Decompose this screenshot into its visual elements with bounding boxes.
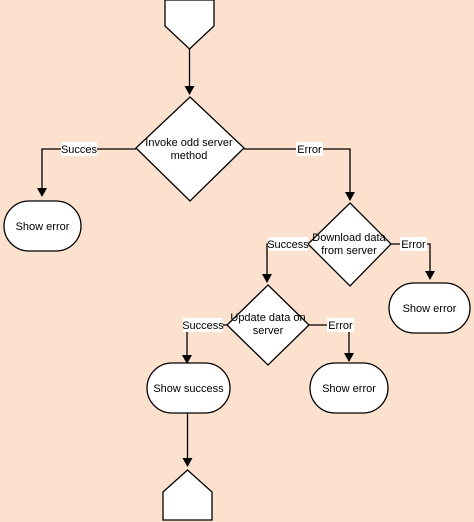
show-error-bottom-label: Show error bbox=[322, 383, 376, 395]
edge-label-bg-download-error bbox=[400, 237, 427, 251]
edge-label-download-error: Error bbox=[401, 239, 426, 251]
show-error-left-terminal[interactable] bbox=[3, 200, 82, 252]
update-data-label-line1: Update data on bbox=[230, 312, 305, 324]
edge-label-bg-invoke-error bbox=[296, 142, 323, 156]
invoke-server-label-line1: Invoke odd server bbox=[145, 137, 233, 149]
start-connector[interactable] bbox=[164, 0, 215, 50]
edge-label-bg-update-error bbox=[327, 318, 354, 332]
edge-invoke-success bbox=[37, 148, 136, 197]
edge-label-bg-invoke-success bbox=[61, 142, 97, 156]
end-connector[interactable] bbox=[162, 469, 213, 521]
show-error-right-terminal[interactable] bbox=[388, 282, 471, 334]
edge-label-download-success: Success bbox=[267, 239, 309, 251]
edge-label-invoke-success: Succes bbox=[61, 144, 98, 156]
edge-label-update-success: Success bbox=[182, 320, 224, 332]
update-data-decision[interactable] bbox=[226, 284, 310, 366]
show-error-bottom-terminal[interactable] bbox=[309, 362, 389, 414]
update-data-label-line2: server bbox=[253, 325, 284, 337]
edge-invoke-error bbox=[244, 148, 355, 201]
show-error-left-label: Show error bbox=[16, 221, 70, 233]
invoke-server-label-line2: method bbox=[171, 150, 208, 162]
download-data-label-line1: Download data bbox=[312, 232, 386, 244]
invoke-server-decision[interactable] bbox=[135, 96, 245, 202]
show-success-label: Show success bbox=[153, 383, 224, 395]
download-data-decision[interactable] bbox=[307, 202, 392, 287]
edge-label-bg-download-success bbox=[268, 237, 308, 251]
show-success-terminal[interactable] bbox=[146, 362, 231, 414]
edge-label-update-error: Error bbox=[328, 320, 353, 332]
edge-label-invoke-error: Error bbox=[297, 144, 322, 156]
download-data-label-line2: from server bbox=[321, 245, 377, 257]
edge-label-bg-update-success bbox=[183, 318, 223, 332]
show-error-right-label: Show error bbox=[403, 303, 457, 315]
